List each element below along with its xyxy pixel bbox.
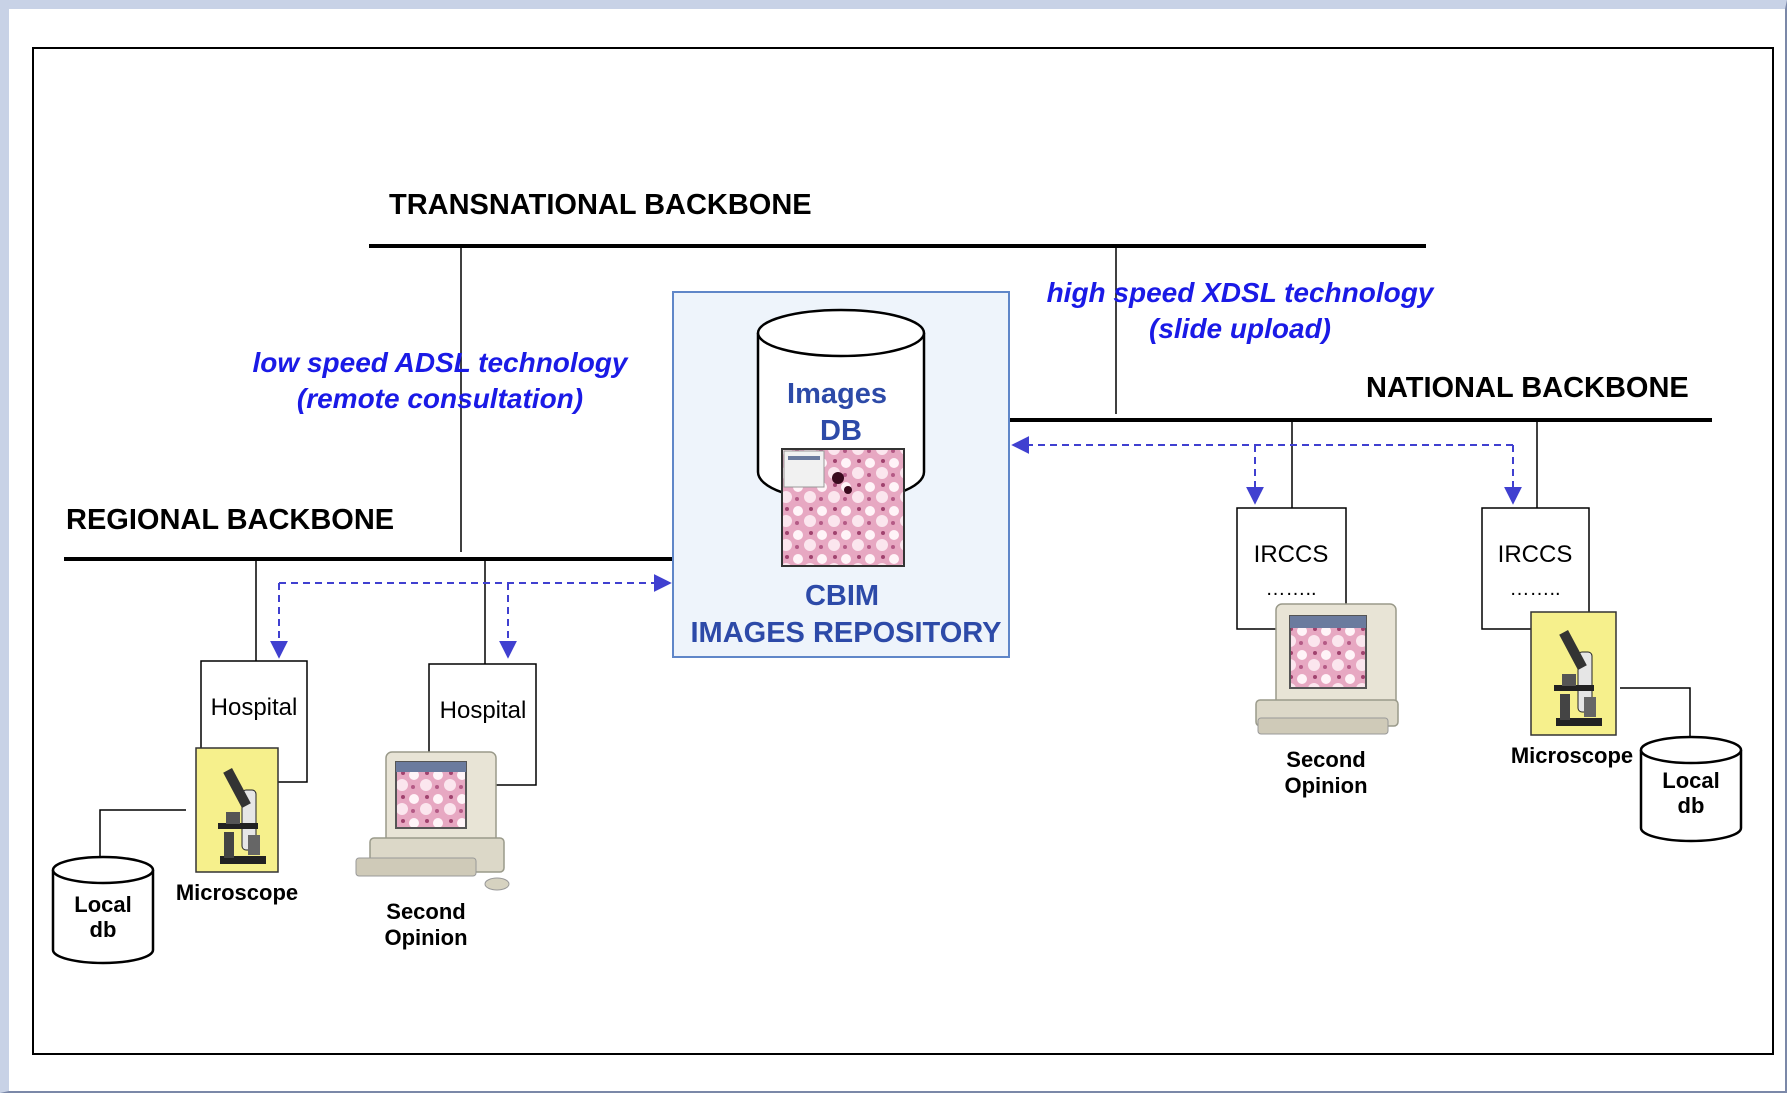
regional-upload-arrows <box>270 574 672 659</box>
national-upload-arrows <box>1011 436 1522 505</box>
low-speed-link-label: low speed ADSL technology <box>253 347 629 378</box>
high-speed-link-sublabel: (slide upload) <box>1149 313 1331 344</box>
local-db-label: Local <box>74 892 131 917</box>
images-db-label: Images <box>787 378 887 410</box>
regional-hospital-2: Hospital Second Opinion <box>355 663 537 950</box>
cbim-label: CBIM <box>805 580 879 612</box>
high-speed-link-label: high speed XDSL technology <box>1047 277 1435 308</box>
microscope-to-local-db-arrow <box>93 809 186 870</box>
cbim-repository: Images DB CBIM IMAGES REPOSITORY <box>672 291 1010 658</box>
irccs-1-dots: …….. <box>1265 578 1316 600</box>
images-db-sublabel: DB <box>820 415 862 447</box>
national-backbone-label: NATIONAL BACKBONE <box>1366 372 1689 404</box>
regional-hospital-1: Hospital Microscope Local db <box>51 660 308 965</box>
workstation-icon <box>1255 603 1399 735</box>
local-db-cylinder-icon <box>51 855 155 965</box>
low-speed-link-sublabel: (remote consultation) <box>297 383 583 414</box>
second-opinion-label: Second <box>1286 747 1365 772</box>
hospital-1-label: Hospital <box>211 694 298 721</box>
workstation-icon <box>355 751 510 891</box>
second-opinion-label: Second <box>386 899 465 924</box>
local-db-label: Local <box>1662 768 1719 793</box>
microscope-to-local-db-arrow <box>1620 687 1697 750</box>
microscope-label: Microscope <box>176 880 298 905</box>
microscope-label: Microscope <box>1511 743 1633 768</box>
local-db-sublabel: db <box>90 917 117 942</box>
slide-image-thumbnail <box>781 448 905 567</box>
regional-backbone-label: REGIONAL BACKBONE <box>66 504 394 536</box>
national-irccs-2: IRCCS …….. Microscope Local db <box>1481 507 1743 843</box>
local-db-cylinder-icon <box>1639 735 1743 843</box>
second-opinion-sublabel: Opinion <box>384 925 467 950</box>
irccs-1-label: IRCCS <box>1254 541 1329 568</box>
microscope-icon <box>195 747 279 873</box>
second-opinion-sublabel: Opinion <box>1284 773 1367 798</box>
irccs-2-box <box>1481 507 1590 630</box>
hospital-2-label: Hospital <box>440 697 527 724</box>
irccs-2-dots: …….. <box>1509 578 1560 600</box>
microscope-icon <box>1530 611 1617 736</box>
irccs-2-label: IRCCS <box>1498 541 1573 568</box>
transnational-backbone-label: TRANSNATIONAL BACKBONE <box>389 189 812 221</box>
images-repository-label: IMAGES REPOSITORY <box>691 617 1002 649</box>
local-db-sublabel: db <box>1678 793 1705 818</box>
national-irccs-1: IRCCS …….. Second Opinion <box>1236 507 1399 798</box>
